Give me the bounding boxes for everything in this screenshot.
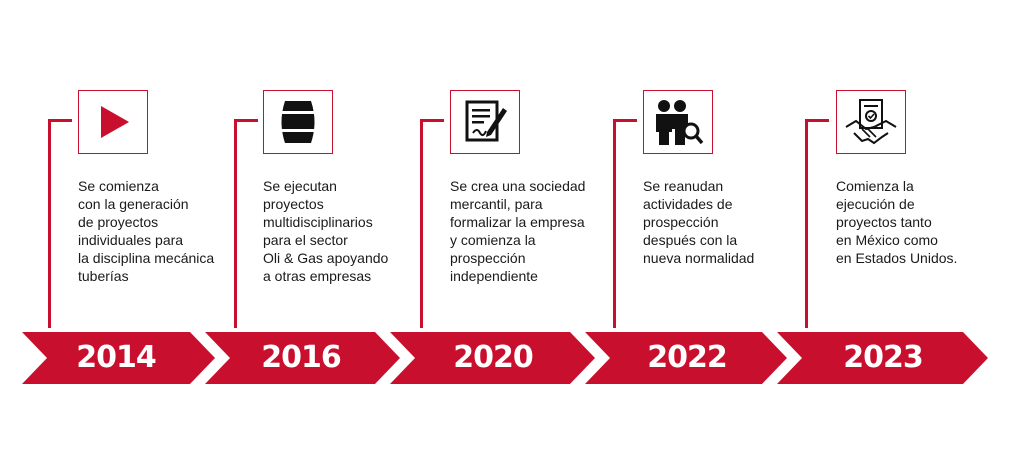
milestone-description-2016: Se ejecutan proyectos multidisciplinario… (263, 177, 388, 285)
connector-line-2022 (613, 119, 616, 328)
chevron-2014 (22, 332, 215, 384)
description-line: en México como (836, 232, 938, 248)
chevron-2022 (585, 332, 787, 384)
description-line: tuberías (78, 268, 129, 284)
chevron-2020 (390, 332, 595, 384)
milestone-icon-box-2020 (450, 90, 520, 154)
description-line: para el sector (263, 232, 348, 248)
connector-tick-2016 (234, 119, 258, 122)
description-line: prospección (450, 250, 526, 266)
connector-tick-2020 (420, 119, 444, 122)
description-line: de proyectos (78, 214, 159, 230)
description-line: proyectos tanto (836, 214, 932, 230)
milestone-icon-box-2022 (643, 90, 713, 154)
description-line: mercantil, para (450, 196, 543, 212)
milestone-description-2014: Se comienza con la generación de proyect… (78, 177, 214, 285)
year-label-2022: 2022 (647, 340, 728, 375)
description-line: prospección (643, 214, 719, 230)
barrel-icon (279, 101, 317, 143)
contract-signing-icon (465, 100, 507, 142)
description-line: proyectos (263, 196, 324, 212)
milestone-description-2020: Se crea una sociedad mercantil, para for… (450, 177, 585, 285)
people-search-icon (656, 100, 704, 145)
description-line: actividades de (643, 196, 733, 212)
connector-tick-2022 (613, 119, 637, 122)
connector-line-2023 (805, 119, 808, 328)
description-line: formalizar la empresa (450, 214, 585, 230)
description-line: individuales para (78, 232, 184, 248)
chevron-2016 (205, 332, 400, 384)
description-line: ejecución de (836, 196, 915, 212)
milestone-description-2022: Se reanudan actividades de prospección d… (643, 177, 754, 267)
year-label-2014: 2014 (76, 340, 157, 375)
connector-line-2014 (48, 119, 51, 328)
milestone-description-2023: Comienza la ejecución de proyectos tanto… (836, 177, 957, 267)
year-label-2020: 2020 (453, 340, 534, 375)
description-line: con la generación (78, 196, 189, 212)
connector-line-2016 (234, 119, 237, 328)
description-line: independiente (450, 268, 538, 284)
year-label-2016: 2016 (261, 340, 342, 375)
chevron-2023 (777, 332, 988, 384)
year-label-2023: 2023 (843, 340, 924, 375)
milestone-icon-box-2014 (78, 90, 148, 154)
description-line: Oli & Gas apoyando (263, 250, 389, 266)
description-line: a otras empresas (263, 268, 372, 284)
description-line: Comienza la (836, 178, 914, 194)
description-line: Se reanudan (643, 178, 724, 194)
description-line: multidisciplinarios (263, 214, 373, 230)
description-line: en Estados Unidos. (836, 250, 958, 266)
milestone-icon-box-2016 (263, 90, 333, 154)
connector-tick-2023 (805, 119, 829, 122)
play-icon (101, 106, 129, 138)
description-line: Se ejecutan (263, 178, 337, 194)
description-line: Se comienza (78, 178, 159, 194)
description-line: después con la (643, 232, 738, 248)
description-line: la disciplina mecánica (78, 250, 215, 266)
milestone-icon-box-2023 (836, 90, 906, 154)
connector-tick-2014 (48, 119, 72, 122)
handshake-agreement-icon (845, 99, 897, 145)
connector-line-2020 (420, 119, 423, 328)
description-line: y comienza la (450, 232, 536, 248)
description-line: Se crea una sociedad (450, 178, 586, 194)
description-line: nueva normalidad (643, 250, 755, 266)
